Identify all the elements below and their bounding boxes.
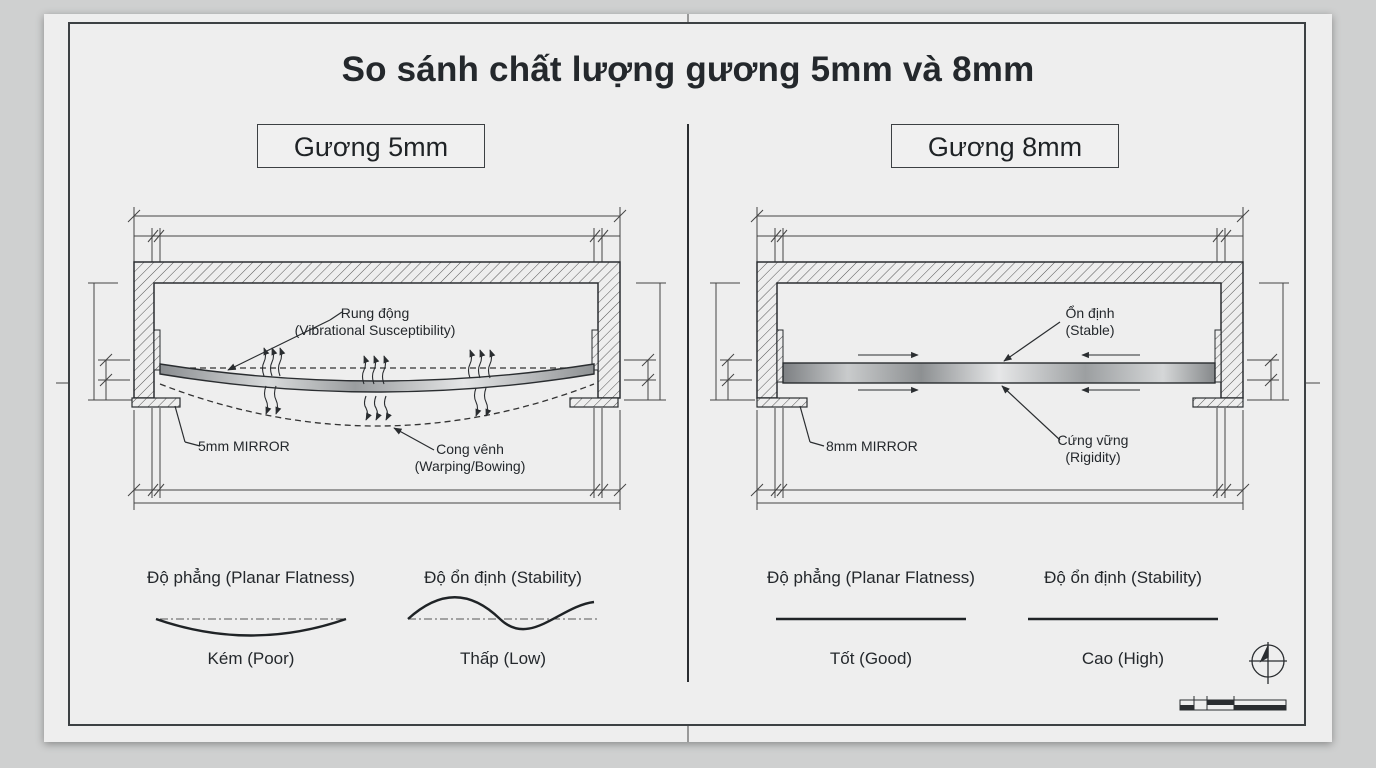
left-stability-label: Độ ổn định (Stability) (424, 568, 582, 587)
scale-bar-icon (1179, 696, 1287, 711)
rigidity-callout-subtitle: (Rigidity) (1065, 449, 1121, 465)
rigidity-callout-title: Cứng vững (1057, 432, 1129, 448)
warping-callout-title: Cong vênh (436, 441, 504, 457)
right-mirror-label: 8mm MIRROR (826, 438, 918, 454)
stable-callout-subtitle: (Stable) (1065, 322, 1115, 338)
frame-ticks (56, 14, 1320, 742)
drawing-frame (68, 22, 1306, 726)
left-panel-heading: Gương 5mm (257, 124, 485, 168)
warping-callout: Cong vênh (Warping/Bowing) (400, 441, 540, 475)
page-title: So sánh chất lượng gương 5mm và 8mm (341, 50, 1035, 89)
stable-callout: Ổn định (Stable) (1040, 305, 1140, 339)
left-stability-rating: Thấp (Low) (460, 649, 546, 668)
left-flatness-rating: Kém (Poor) (207, 649, 295, 668)
rigidity-callout: Cứng vững (Rigidity) (1040, 432, 1146, 466)
stable-callout-title: Ổn định (1065, 305, 1115, 321)
right-panel-heading: Gương 8mm (891, 124, 1119, 168)
right-flatness-label: Độ phẳng (Planar Flatness) (767, 568, 975, 587)
vibration-callout-subtitle: (Vibrational Susceptibility) (294, 322, 456, 338)
warping-callout-subtitle: (Warping/Bowing) (414, 458, 526, 474)
right-diagram (710, 207, 1289, 510)
metric-graphs (155, 596, 1218, 637)
left-flatness-label: Độ phẳng (Planar Flatness) (147, 568, 355, 587)
right-stability-label: Độ ổn định (Stability) (1044, 568, 1202, 587)
vibration-callout: Rung động (Vibrational Susceptibility) (275, 305, 475, 339)
right-flatness-rating: Tốt (Good) (829, 649, 913, 668)
vibration-callout-title: Rung động (340, 305, 410, 321)
left-mirror-label: 5mm MIRROR (198, 438, 290, 454)
north-arrow-icon (1249, 642, 1287, 684)
right-stability-rating: Cao (High) (1081, 649, 1165, 668)
left-diagram (88, 207, 666, 510)
